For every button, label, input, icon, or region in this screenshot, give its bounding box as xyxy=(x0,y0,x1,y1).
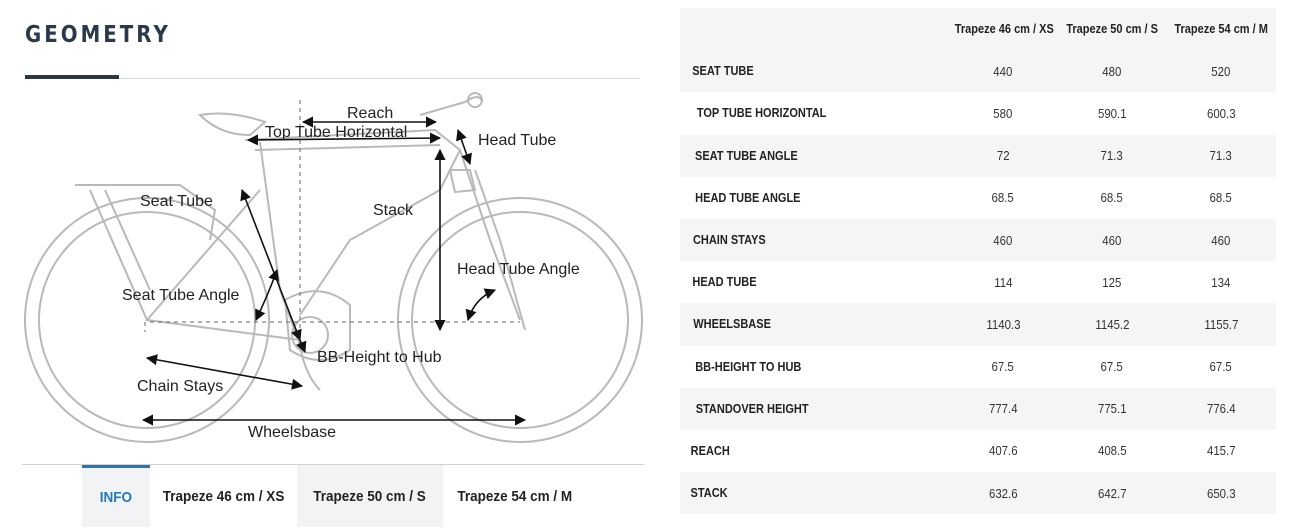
label-head-tube: Head Tube xyxy=(478,132,556,149)
row-value: 460 xyxy=(1102,232,1122,248)
table-row: STACK 632.6 642.7 650.3 xyxy=(680,472,1276,515)
label-seat-tube-angle: Seat Tube Angle xyxy=(122,287,240,304)
row-value: 407.6 xyxy=(988,443,1018,459)
column-header-parameter xyxy=(680,8,948,50)
bb-height-arrow xyxy=(295,339,307,354)
row-value: 480 xyxy=(1102,63,1122,79)
table-row: SEAT TUBE ANGLE 72 71.3 71.3 xyxy=(680,134,1276,177)
table-row: HEAD TUBE ANGLE 68.5 68.5 68.5 xyxy=(680,177,1276,219)
row-value: 580 xyxy=(993,105,1013,121)
label-chain-stays: Chain Stays xyxy=(137,378,223,395)
row-value: 590.1 xyxy=(1097,105,1127,121)
geometry-panel: GEOMETRY xyxy=(22,22,644,527)
bike-geometry-diagram: Reach Top Tube Horizontal Head Tube Seat… xyxy=(24,92,643,443)
table-row: WHEELSBASE 1140.3 1145.2 1155.7 xyxy=(680,303,1276,346)
row-value: 1140.3 xyxy=(985,316,1021,332)
row-value: 776.4 xyxy=(1206,401,1236,417)
row-value: 600.3 xyxy=(1206,105,1236,121)
table-row: REACH 407.6 408.5 415.7 xyxy=(680,430,1276,472)
bike-illustration xyxy=(24,92,643,443)
table-row: CHAIN STAYS 460 460 460 xyxy=(680,218,1276,262)
row-label: WHEELSBASE xyxy=(693,317,771,332)
row-value: 520 xyxy=(1211,63,1231,79)
tab-info[interactable]: INFO xyxy=(82,465,150,527)
row-value: 68.5 xyxy=(1209,190,1233,206)
seat-tube-angle-arrow xyxy=(255,268,279,322)
label-head-tube-angle: Head Tube Angle xyxy=(457,261,580,278)
row-label: REACH xyxy=(690,443,730,458)
row-label: STANDOVER HEIGHT xyxy=(695,401,809,416)
size-tab-bar: INFO Trapeze 46 cm / XS Trapeze 50 cm / … xyxy=(22,464,644,527)
row-value: 72 xyxy=(996,148,1010,164)
row-value: 134 xyxy=(1211,274,1231,290)
label-top-tube-horizontal: Top Tube Horizontal xyxy=(265,124,407,141)
column-header-m: Trapeze 54 cm / M xyxy=(1174,22,1268,37)
title-underline-accent xyxy=(25,75,119,79)
chain-stays-arrow xyxy=(145,354,304,390)
head-tube-angle-arrow xyxy=(465,288,497,322)
row-value: 460 xyxy=(993,232,1013,248)
measurement-arrows xyxy=(141,116,527,426)
row-label: SEAT TUBE ANGLE xyxy=(695,148,798,163)
row-value: 67.5 xyxy=(1209,359,1233,375)
tab-trapeze-46-xs[interactable]: Trapeze 46 cm / XS xyxy=(162,487,285,505)
row-value: 440 xyxy=(993,63,1013,79)
top-tube-arrow xyxy=(246,132,442,146)
table-row: SEAT TUBE 440 480 520 xyxy=(680,50,1276,93)
table-row: STANDOVER HEIGHT 777.4 775.1 776.4 xyxy=(680,387,1276,430)
title-divider xyxy=(25,78,640,79)
row-value: 650.3 xyxy=(1206,485,1236,501)
row-value: 71.3 xyxy=(1100,148,1124,164)
row-value: 777.4 xyxy=(988,401,1018,417)
row-value: 460 xyxy=(1211,232,1231,248)
row-label: BB-HEIGHT TO HUB xyxy=(695,359,802,374)
row-value: 408.5 xyxy=(1097,443,1127,459)
row-label: HEAD TUBE xyxy=(692,275,757,290)
tab-trapeze-50-s[interactable]: Trapeze 50 cm / S xyxy=(297,465,443,527)
head-tube-arrow xyxy=(456,128,472,166)
row-value: 775.1 xyxy=(1097,401,1127,417)
label-stack: Stack xyxy=(373,202,414,219)
label-wheelsbase: Wheelsbase xyxy=(248,424,336,441)
row-value: 1145.2 xyxy=(1094,316,1130,332)
row-value: 642.7 xyxy=(1097,485,1127,501)
label-reach: Reach xyxy=(347,105,393,122)
row-value: 1155.7 xyxy=(1203,316,1239,332)
row-label: TOP TUBE HORIZONTAL xyxy=(696,106,827,121)
table-row: HEAD TUBE 114 125 134 xyxy=(680,261,1276,303)
column-header-s: Trapeze 50 cm / S xyxy=(1066,22,1158,37)
row-label: STACK xyxy=(690,486,728,501)
label-seat-tube: Seat Tube xyxy=(140,193,213,210)
tab-trapeze-54-m[interactable]: Trapeze 54 cm / M xyxy=(457,487,572,505)
row-value: 114 xyxy=(993,274,1013,290)
row-value: 67.5 xyxy=(1100,359,1124,375)
table-row: TOP TUBE HORIZONTAL 580 590.1 600.3 xyxy=(680,92,1276,134)
label-bb-height-to-hub: BB-Height to Hub xyxy=(317,349,442,366)
row-value: 415.7 xyxy=(1206,443,1236,459)
row-label: CHAIN STAYS xyxy=(692,233,766,248)
row-label: SEAT TUBE xyxy=(692,64,754,79)
row-value: 125 xyxy=(1102,274,1122,290)
row-value: 68.5 xyxy=(1100,190,1124,206)
row-value: 71.3 xyxy=(1209,148,1233,164)
column-header-xs: Trapeze 46 cm / XS xyxy=(954,22,1054,37)
section-title: GEOMETRY xyxy=(25,22,171,48)
row-value: 68.5 xyxy=(991,190,1015,206)
row-value: 67.5 xyxy=(991,359,1015,375)
row-value: 632.6 xyxy=(988,485,1018,501)
table-row: BB-HEIGHT TO HUB 67.5 67.5 67.5 xyxy=(680,346,1276,388)
table-header-row: Trapeze 46 cm / XS Trapeze 50 cm / S Tra… xyxy=(680,8,1276,51)
geometry-table: Trapeze 46 cm / XS Trapeze 50 cm / S Tra… xyxy=(680,8,1276,515)
seat-tube-arrow xyxy=(240,188,302,342)
row-label: HEAD TUBE ANGLE xyxy=(695,190,801,205)
